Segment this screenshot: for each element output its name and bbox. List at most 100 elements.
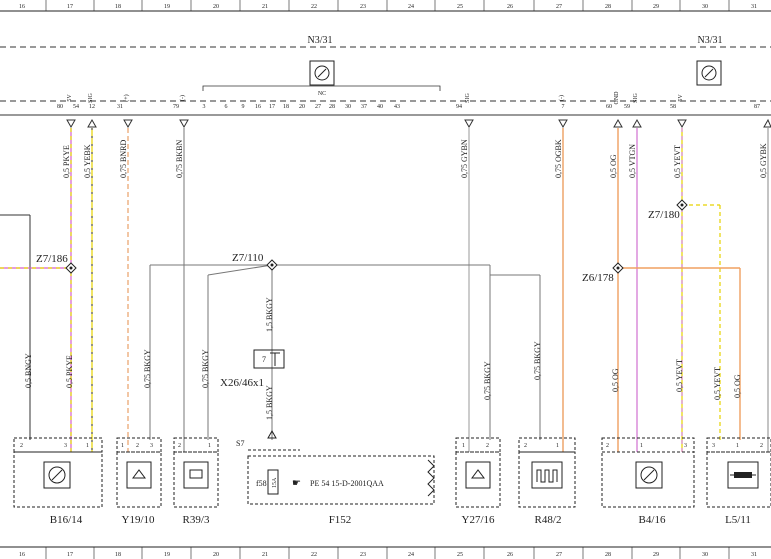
pin-number: 94 [456, 104, 462, 110]
grid-number: 28 [605, 4, 611, 10]
svg-text:2: 2 [136, 443, 139, 449]
svg-text:PE 54 15-D-2001QAA: PE 54 15-D-2001QAA [310, 479, 384, 488]
svg-text:2: 2 [606, 443, 609, 449]
wire-label: 1,5 BKGY [265, 297, 274, 332]
svg-text:B4/16: B4/16 [639, 514, 666, 526]
wire-label: 1,5 BKGY [265, 385, 274, 420]
grid-number: 22 [311, 552, 317, 558]
grid-number: 26 [507, 552, 513, 558]
svg-text:15A: 15A [272, 477, 278, 488]
svg-text:1: 1 [556, 443, 559, 449]
wire-label: 0,5 PKYE [62, 145, 71, 178]
connector-x26-46x1: 7 X26/46x1 [220, 349, 285, 389]
grid-number: 25 [457, 4, 463, 10]
pin-number: 40 [377, 104, 383, 110]
unit-label-right: N3/31 [698, 35, 723, 46]
grid-number: 26 [507, 4, 513, 10]
pin-number: 54 [73, 104, 79, 110]
pin-tag: SIG [465, 93, 471, 103]
grid-number: 20 [213, 552, 219, 558]
grid-number: 29 [653, 4, 659, 10]
svg-text:1: 1 [736, 443, 739, 449]
connector-arrows [66, 118, 771, 129]
svg-text:3: 3 [684, 443, 687, 449]
svg-text:3: 3 [150, 443, 153, 449]
svg-text:S7: S7 [236, 439, 244, 448]
pin-number: 58 [670, 104, 676, 110]
grid-number: 23 [360, 4, 366, 10]
unit-label-left: N3/31 [308, 35, 333, 46]
svg-text:2: 2 [178, 443, 181, 449]
svg-text:3: 3 [712, 443, 715, 449]
pin-number: 6 [225, 104, 228, 110]
pin-number: 12 [89, 104, 95, 110]
svg-text:7: 7 [262, 355, 266, 364]
wire-label: 0,75 BKGY [533, 341, 542, 380]
svg-text:f58: f58 [256, 479, 267, 488]
wire-label: 0,5 GYBK [759, 143, 768, 178]
grid-number: 21 [262, 552, 268, 558]
pin-tag: 5V [678, 94, 684, 102]
pin-number: 31 [117, 104, 123, 110]
grid-number: 28 [605, 552, 611, 558]
component-y27-16: 1 2 Y27/16 [455, 437, 501, 526]
wire-label: 0,5 OG [733, 374, 742, 398]
grid-number: 24 [408, 4, 414, 10]
pin-number: 16 [255, 104, 261, 110]
splices: Z7/186 Z7/110 Z7/180 Z6/178 [36, 199, 688, 284]
grid-number: 27 [556, 552, 562, 558]
wire-label: 0,5 YEVT [673, 145, 682, 178]
grid-number: 30 [702, 552, 708, 558]
svg-text:Y27/16: Y27/16 [462, 514, 496, 526]
pin-tag: (-) [558, 95, 565, 101]
svg-text:Z7/186: Z7/186 [36, 253, 68, 265]
splice-z6-178: Z6/178 [582, 262, 624, 284]
grid-number: 19 [164, 552, 170, 558]
grid-number: 27 [556, 4, 562, 10]
pin-number: 28 [329, 104, 335, 110]
wire-label: 0,75 BNRD [119, 140, 128, 178]
wire-label: 0,75 BKBN [175, 140, 184, 178]
grid-number: 16 [19, 552, 25, 558]
svg-text:1: 1 [640, 443, 643, 449]
grid-number: 19 [164, 4, 170, 10]
splice-z7-186: Z7/186 [36, 253, 77, 274]
pin-number: 37 [361, 104, 367, 110]
svg-text:1: 1 [86, 443, 89, 449]
svg-text:2: 2 [486, 443, 489, 449]
svg-text:1: 1 [208, 443, 211, 449]
pin-tag: 5V [67, 94, 73, 102]
nc-label: NC [318, 91, 326, 97]
component-b16-14: 2 3 1 B16/14 [13, 437, 103, 526]
grid-number: 20 [213, 4, 219, 10]
wire-label: 0,5 YEVT [713, 367, 722, 400]
pin-number: 17 [269, 104, 275, 110]
svg-text:Y19/10: Y19/10 [122, 514, 156, 526]
wire-label: 0,75 BKGY [201, 349, 210, 388]
pin-number: 9 [242, 104, 245, 110]
component-l5-11: 3 1 2 L5/11 [706, 437, 771, 526]
pin-number: 3 [203, 104, 206, 110]
svg-text:F152: F152 [329, 514, 352, 526]
ecu-icon [309, 60, 335, 86]
pin-tag: SIG [633, 93, 639, 103]
component-f152: f58 15A ☛ PE 54 15-D-2001QAA F152 [247, 455, 435, 526]
wire-label: 0,75 GYBN [460, 139, 469, 178]
svg-text:Z7/110: Z7/110 [232, 252, 264, 264]
wire-label: 0,5 OG [609, 154, 618, 178]
svg-text:R48/2: R48/2 [535, 514, 562, 526]
pin-number: 80 [57, 104, 63, 110]
pin-number: 18 [283, 104, 289, 110]
grid-number: 16 [19, 4, 25, 10]
pin-number: 79 [173, 104, 179, 110]
component-r39-3: 2 1 R39/3 [173, 437, 219, 526]
wire-label: 0,75 OGBK [554, 139, 563, 178]
svg-text:R39/3: R39/3 [183, 514, 210, 526]
